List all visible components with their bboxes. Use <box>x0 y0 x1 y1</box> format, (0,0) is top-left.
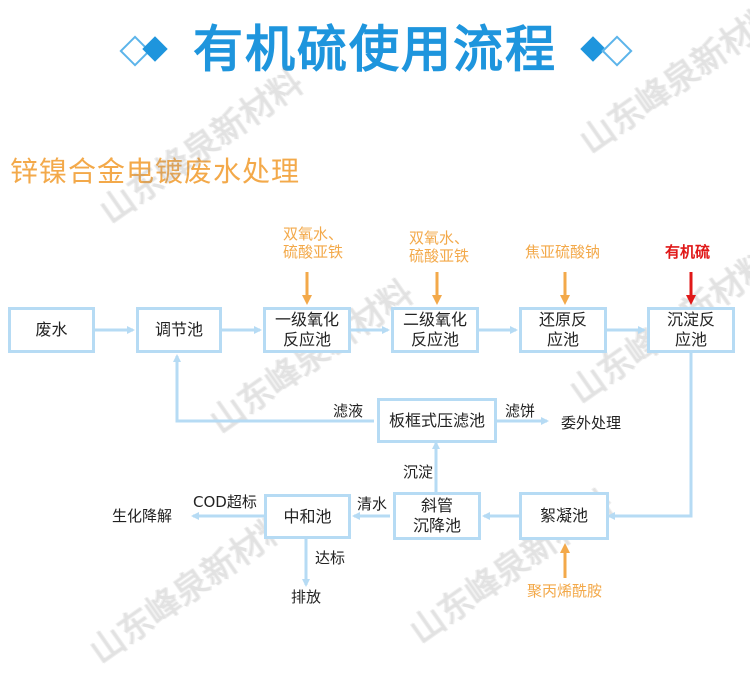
reagent-label-reduce: 焦亚硫酸钠 <box>525 243 601 261</box>
page-title: 有机硫使用流程 <box>0 14 750 82</box>
box-label: 沉淀反应池 <box>666 310 715 349</box>
label-clear-water: 清水 <box>357 495 388 513</box>
box-label: 还原反应池 <box>538 310 587 349</box>
label-cod-exceeded: COD超标 <box>193 493 257 511</box>
subtitle: 锌镍合金电镀废水处理 <box>10 155 301 188</box>
reagent-label-flocc: 聚丙烯酰胺 <box>527 582 603 600</box>
box-label: 一级氧化反应池 <box>274 310 339 349</box>
box-label: 斜管沉降池 <box>412 496 461 535</box>
box-label: 调节池 <box>154 320 203 339</box>
box-wastewater: 废水 <box>8 307 95 353</box>
title-text: 有机硫使用流程 <box>193 20 557 79</box>
label-biochem: 生化降解 <box>112 507 173 525</box>
reagent-label-oxid1: 双氧水、硫酸亚铁 <box>283 225 344 261</box>
label-filtrate: 滤液 <box>333 402 364 420</box>
box-filter-press: 板框式压滤池 <box>377 398 497 443</box>
reagent-label-oxid2: 双氧水、硫酸亚铁 <box>409 229 470 265</box>
box-neutralization: 中和池 <box>264 494 351 539</box>
label-cake: 滤饼 <box>505 402 536 420</box>
box-oxidation-2: 二级氧化反应池 <box>391 307 479 353</box>
box-label: 废水 <box>35 320 68 339</box>
box-tube-settler: 斜管沉降池 <box>393 492 481 540</box>
box-precipitation: 沉淀反应池 <box>647 307 735 353</box>
flow-connectors <box>95 272 696 587</box>
label-discharge: 排放 <box>291 588 322 606</box>
reagent-label-organosulfur: 有机硫 <box>665 243 711 261</box>
label-sediment: 沉淀 <box>403 463 434 481</box>
box-label: 板框式压滤池 <box>388 410 485 430</box>
box-oxidation-1: 一级氧化反应池 <box>263 307 351 353</box>
box-label: 絮凝池 <box>539 506 588 525</box>
label-meets-standard: 达标 <box>315 549 346 567</box>
arrow-precip-to-flocc <box>607 352 693 520</box>
box-label: 中和池 <box>283 506 332 526</box>
arrow-filterpress-to-adjust <box>173 354 374 423</box>
box-reduction: 还原反应池 <box>519 307 607 353</box>
box-adjust-tank: 调节池 <box>136 307 222 353</box>
box-label: 二级氧化反应池 <box>402 310 467 349</box>
box-flocculation: 絮凝池 <box>519 492 609 540</box>
label-outsource: 委外处理 <box>561 414 622 432</box>
